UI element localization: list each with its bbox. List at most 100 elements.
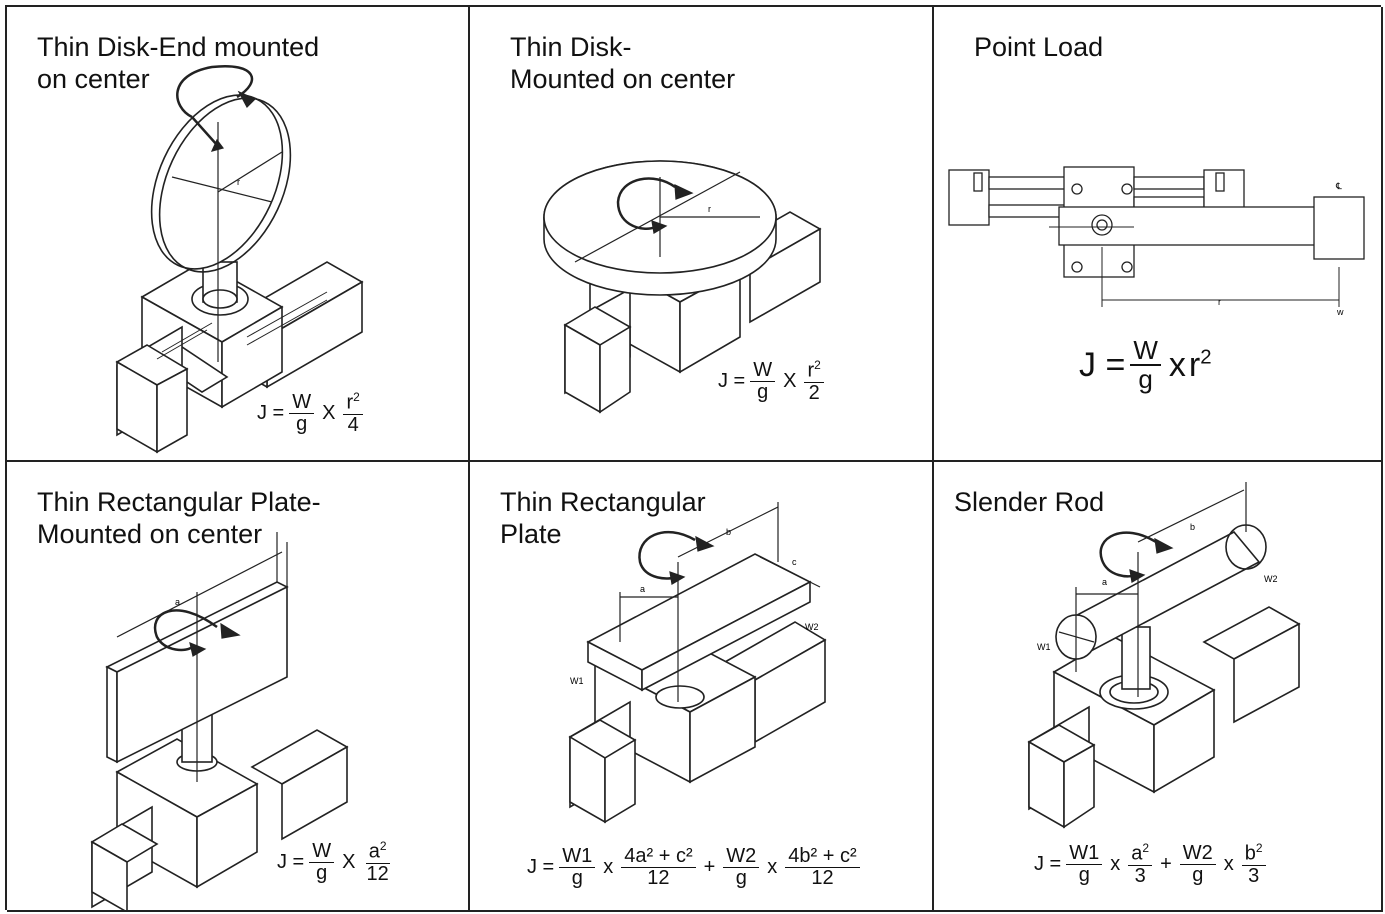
panel-thin-rect-plate-mounted-on-center: Thin Rectangular Plate- Mounted on cente… xyxy=(7,462,470,912)
term-exponent: 2 xyxy=(1200,346,1212,369)
fraction-numerator: a2 xyxy=(365,839,390,864)
fraction-b2-over-3: b2 3 xyxy=(1241,841,1266,887)
fraction-w-over-g: W g xyxy=(309,840,335,884)
fraction-numerator: W1 xyxy=(1066,842,1103,865)
multiply-operator: x xyxy=(1223,852,1234,875)
fraction-numerator: 4a² + c² xyxy=(621,846,696,868)
fraction-denominator: 4 xyxy=(347,413,359,436)
actuator-rect-plate-illustration: a b c W1 W2 xyxy=(568,502,827,824)
dimension-a-label: a xyxy=(175,597,180,607)
weight-w1-label: W1 xyxy=(1037,642,1051,652)
fraction-a2-over-12: a2 12 xyxy=(363,840,391,885)
fraction-denominator: 2 xyxy=(808,381,820,404)
fraction-numerator: b2 xyxy=(1241,841,1266,866)
inertia-formula: J = W1 g x a2 3 + W2 g x b2 3 xyxy=(1034,842,1271,887)
fraction-denominator: 12 xyxy=(366,862,389,885)
fraction-4b2-c2-over-12: 4b² + c² 12 xyxy=(785,846,860,889)
formula-lhs: J = xyxy=(257,401,285,424)
formula-lhs: J = xyxy=(277,850,305,873)
fraction-denominator: g xyxy=(757,380,769,403)
panel-title: Thin Rectangular Plate xyxy=(500,487,706,549)
fraction-numerator: W2 xyxy=(1179,842,1216,865)
weight-w2-label: W2 xyxy=(1264,574,1278,584)
fraction-r2-over-4: r2 4 xyxy=(343,390,363,436)
actuator-disk-center-illustration: r xyxy=(543,160,822,414)
panel-thin-rect-plate: Thin Rectangular Plate xyxy=(470,462,934,912)
fraction-numerator: W xyxy=(750,359,776,382)
panel-title: Thin Disk- Mounted on center xyxy=(510,32,736,94)
plus-operator: + xyxy=(1160,852,1172,875)
r-squared: r2 xyxy=(1189,346,1212,385)
inertia-formula: J = W g X r2 4 xyxy=(257,391,368,436)
panel-slender-rod: Slender Rod xyxy=(934,462,1383,912)
centerline-label: ℄ xyxy=(1335,181,1342,191)
inertia-formula-grid: Thin Disk-End mounted on center xyxy=(5,5,1383,912)
weight-w1-label: W1 xyxy=(570,676,584,686)
dimension-c-label: c xyxy=(792,557,797,567)
multiply-operator: X xyxy=(342,850,356,873)
fraction-denominator: g xyxy=(1078,863,1090,886)
numerator-exponent: 2 xyxy=(814,358,821,372)
inertia-formula: J = W g X a2 12 xyxy=(277,840,397,885)
fraction-w1-over-g: W1 g xyxy=(1066,842,1103,886)
fraction-denominator: g xyxy=(571,867,583,889)
numerator-base: b xyxy=(1244,842,1256,865)
multiply-operator: X xyxy=(322,401,336,424)
fraction-numerator: W1 xyxy=(559,846,596,868)
fraction-w-over-g: W g xyxy=(1130,336,1161,395)
panel-title: Thin Disk-End mounted on center xyxy=(37,32,320,94)
fraction-r2-over-2: r2 2 xyxy=(804,358,824,404)
fraction-denominator: g xyxy=(1192,863,1204,886)
dimension-b-label: b xyxy=(726,527,731,537)
fraction-numerator: W2 xyxy=(723,846,760,868)
fraction-w2-over-g: W2 g xyxy=(723,846,760,889)
numerator-exponent: 2 xyxy=(1255,841,1263,855)
actuator-rect-plate-center-illustration: a xyxy=(90,532,349,910)
numerator-base: r xyxy=(807,359,815,382)
fraction-numerator: a2 xyxy=(1128,841,1153,866)
radius-label: r xyxy=(237,177,240,187)
fraction-denominator: 12 xyxy=(811,867,834,889)
multiply-operator: x xyxy=(1168,345,1186,384)
actuator-disk-end-illustration: r xyxy=(115,64,364,454)
weight-w2-label: W2 xyxy=(805,622,819,632)
inertia-formula: J = W g x r2 xyxy=(1079,336,1212,395)
multiply-operator: x xyxy=(603,856,614,878)
multiply-operator: X xyxy=(783,369,797,392)
numerator-base: a xyxy=(1131,842,1143,865)
fraction-denominator: g xyxy=(316,861,328,884)
plus-operator: + xyxy=(703,856,716,878)
dimension-a-label: a xyxy=(640,584,645,594)
weight-label: w xyxy=(1336,307,1344,317)
inertia-formula: J = W1 g x 4a² + c² 12 + W2 g x 4b² + c²… xyxy=(527,846,865,889)
dimension-b-label: b xyxy=(1190,522,1195,532)
numerator-exponent: 2 xyxy=(379,839,387,853)
formula-lhs: J = xyxy=(527,856,555,878)
panel-title: Thin Rectangular Plate- Mounted on cente… xyxy=(37,487,321,549)
panel-title: Point Load xyxy=(974,32,1104,62)
fraction-numerator: r2 xyxy=(804,358,824,383)
numerator-exponent: 2 xyxy=(1142,841,1150,855)
fraction-a2-over-3: a2 3 xyxy=(1128,841,1153,887)
panel-point-load: Point Load xyxy=(934,7,1383,462)
numerator-base: a xyxy=(368,840,380,863)
radius-label: r xyxy=(1218,297,1221,307)
fraction-numerator: W xyxy=(1130,336,1161,367)
fraction-w2-over-g: W2 g xyxy=(1179,842,1216,886)
panel-title: Slender Rod xyxy=(954,487,1105,517)
fraction-w1-over-g: W1 g xyxy=(559,846,596,889)
numerator-exponent: 2 xyxy=(353,390,360,404)
fraction-denominator: g xyxy=(735,867,747,889)
actuator-point-load-illustration: r w ℄ xyxy=(948,166,1365,317)
fraction-numerator: W xyxy=(309,840,335,863)
fraction-denominator: g xyxy=(1138,364,1153,395)
fraction-numerator: W xyxy=(289,391,315,414)
actuator-slender-rod-illustration: a b W1 W2 xyxy=(1027,482,1301,829)
term-base: r xyxy=(1188,345,1201,384)
multiply-operator: x xyxy=(1110,852,1121,875)
fraction-w-over-g: W g xyxy=(289,391,315,435)
inertia-formula: J = W g X r2 2 xyxy=(718,359,829,404)
formula-lhs: J = xyxy=(1079,345,1126,384)
fraction-denominator: g xyxy=(296,412,308,435)
fraction-w-over-g: W g xyxy=(750,359,776,403)
